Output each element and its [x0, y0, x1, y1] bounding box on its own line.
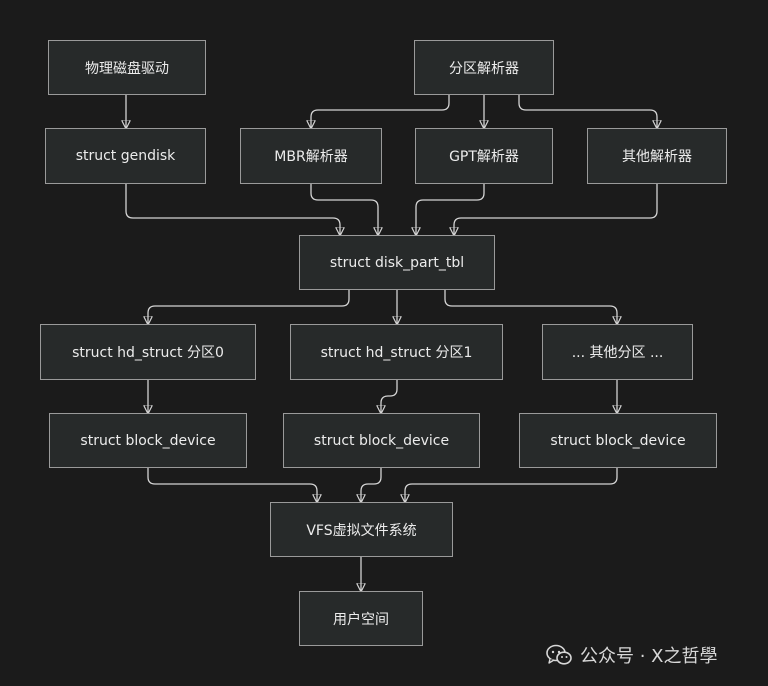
- watermark: 公众号 · X之哲學: [546, 640, 718, 670]
- edge-hd1-bd1: [381, 379, 398, 413]
- edge-bd1-vfs: [361, 467, 382, 502]
- wechat-icon: [546, 644, 572, 665]
- node-disk-driver: 物理磁盘驱动: [48, 40, 206, 95]
- node-block-device-0: struct block_device: [49, 413, 247, 468]
- node-user-space: 用户空间: [299, 591, 423, 646]
- node-disk-part-tbl: struct disk_part_tbl: [299, 235, 495, 290]
- edge-other-tbl: [454, 183, 658, 235]
- node-vfs: VFS虚拟文件系统: [270, 502, 453, 557]
- node-other-partitions: ... 其他分区 ...: [542, 324, 693, 380]
- edge-mbr-tbl: [310, 183, 378, 235]
- edge-bd2-vfs: [405, 467, 618, 502]
- edge-tbl-hd0: [148, 289, 350, 324]
- node-partition-parser: 分区解析器: [414, 40, 554, 95]
- edge-tbl-other: [444, 289, 617, 324]
- node-block-device-1: struct block_device: [283, 413, 480, 468]
- edge-gendisk-tbl: [125, 183, 340, 235]
- node-block-device-2: struct block_device: [519, 413, 717, 468]
- node-gendisk: struct gendisk: [45, 128, 206, 184]
- node-hd-struct-1: struct hd_struct 分区1: [290, 324, 503, 380]
- edge-parser-other: [518, 94, 657, 128]
- edge-gpt-tbl: [416, 183, 485, 235]
- node-mbr-parser: MBR解析器: [240, 128, 382, 184]
- watermark-text: 公众号 · X之哲學: [580, 646, 718, 667]
- node-other-parser: 其他解析器: [587, 128, 727, 184]
- edge-bd0-vfs: [147, 467, 317, 502]
- node-hd-struct-0: struct hd_struct 分区0: [40, 324, 256, 380]
- edge-parser-mbr: [311, 94, 450, 128]
- node-gpt-parser: GPT解析器: [415, 128, 553, 184]
